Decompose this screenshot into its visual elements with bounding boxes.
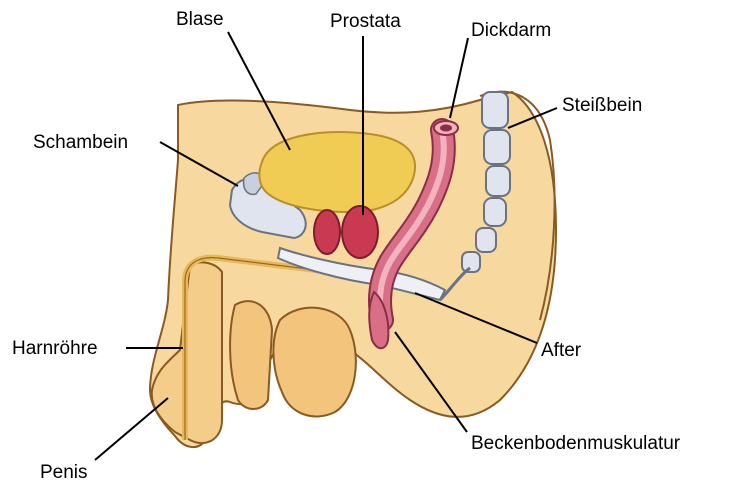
prostate (314, 206, 378, 258)
label-penis: Penis (40, 463, 88, 482)
label-blase: Blase (176, 10, 224, 29)
label-dickdarm: Dickdarm (471, 21, 551, 40)
label-steissbein: Steißbein (562, 96, 642, 115)
label-schambein: Schambein (33, 133, 128, 152)
leader-line-penis (95, 398, 168, 460)
label-after: After (541, 341, 581, 360)
label-harnroehre: Harnröhre (12, 339, 98, 358)
label-beckenbodenmuskulatur: Beckenbodenmuskulatur (471, 434, 680, 453)
scrotum-shape (230, 301, 356, 416)
bladder (259, 132, 415, 212)
label-prostata: Prostata (330, 12, 401, 31)
